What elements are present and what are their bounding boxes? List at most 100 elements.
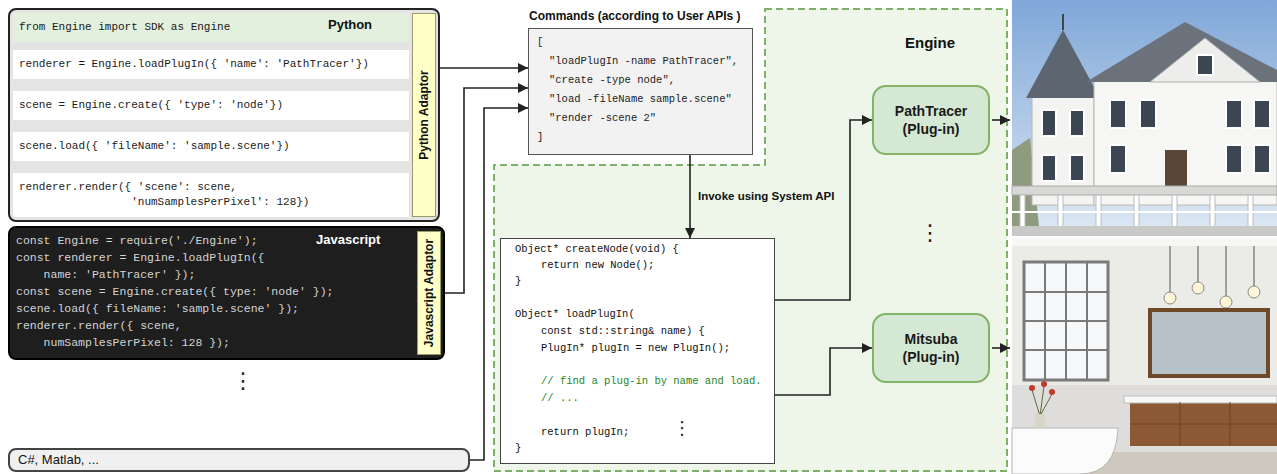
code-line: return plugIn; bbox=[541, 424, 629, 440]
flower-part bbox=[1041, 381, 1047, 387]
text-slot: scene = Engine.create({ 'type': 'node'}) bbox=[13, 91, 409, 120]
plugin-box: PathTracer (Plug-in) bbox=[872, 85, 990, 155]
text-slot: renderer.render({ 'scene': scene, 'numSa… bbox=[13, 173, 409, 217]
text-slot: return plugIn; bbox=[541, 424, 629, 440]
lamp-part bbox=[1248, 286, 1260, 298]
house-render-part bbox=[1150, 38, 1260, 82]
text-slot: "create -type node", bbox=[549, 72, 675, 89]
text-slot: Commands (according to User APIs ) bbox=[529, 8, 741, 24]
text-slot: C#, Matlab, ... bbox=[18, 452, 99, 468]
code-line: Object* loadPlugIn( bbox=[515, 306, 635, 322]
command-line: "render -scene 2" bbox=[549, 110, 656, 127]
text-slot: Mitsuba (Plug-in) bbox=[883, 330, 979, 366]
bathroom-render-part bbox=[1130, 402, 1277, 446]
bathroom-render-part bbox=[1150, 310, 1268, 376]
command-line: "loadPlugIn -name PathTracer", bbox=[549, 53, 738, 70]
code-line: scene.load({ 'fileName': 'sample.scene'}… bbox=[19, 139, 403, 154]
edge-label: Invoke using System API bbox=[698, 188, 834, 204]
text-slot: scene.load({ 'fileName': 'sample.scene'}… bbox=[13, 132, 409, 161]
text-slot: PathTracer (Plug-in) bbox=[883, 102, 979, 138]
code-line: scene.load({ fileName: 'sample.scene' })… bbox=[16, 300, 299, 317]
arrow-connector bbox=[689, 155, 691, 238]
text-slot: ⋮ bbox=[673, 417, 691, 439]
text-slot: const renderer = Engine.loadPlugIn({ nam… bbox=[16, 249, 271, 283]
lamp bbox=[1164, 282, 1260, 308]
code-line: renderer.render({ scene, numSamplesPerPi… bbox=[16, 317, 237, 351]
adaptor-label: Javascript Adaptor bbox=[422, 239, 436, 347]
bathroom-render-part bbox=[1012, 428, 1118, 474]
plugin-label: Mitsuba (Plug-in) bbox=[883, 330, 979, 366]
ellipsis: ⋮ bbox=[883, 220, 977, 246]
house-render-part bbox=[1012, 226, 1277, 236]
house-window bbox=[1042, 55, 1270, 181]
plugin-box: Mitsuba (Plug-in) bbox=[872, 313, 990, 383]
lamp-part bbox=[1220, 296, 1232, 308]
text-slot: Engine bbox=[883, 34, 977, 52]
text-slot: renderer = Engine.loadPlugIn({ 'name': '… bbox=[13, 50, 409, 79]
house-render-part bbox=[1062, 14, 1064, 30]
text-slot: "loadPlugIn -name PathTracer", bbox=[549, 53, 738, 70]
lamp-part bbox=[1192, 282, 1204, 294]
command-line: [ bbox=[537, 34, 543, 51]
text-slot: ] bbox=[537, 129, 543, 146]
house-window-part bbox=[1042, 155, 1056, 181]
text-slot: const std::string& name) { bbox=[541, 323, 705, 339]
house-window-part bbox=[1226, 100, 1242, 128]
ellipsis: ⋮ bbox=[232, 368, 254, 394]
house-window-part bbox=[1254, 145, 1270, 173]
text-slot: Python Adaptor bbox=[417, 70, 431, 160]
house-render-part bbox=[1012, 0, 1277, 236]
arrow-connector bbox=[436, 67, 528, 69]
bathroom-render-part bbox=[1024, 262, 1108, 380]
house-render-part bbox=[1026, 30, 1100, 98]
house-window-part bbox=[1070, 155, 1084, 181]
text-slot: scene.load({ fileName: 'sample.scene' })… bbox=[16, 300, 299, 317]
bathroom-render-part bbox=[1032, 386, 1052, 416]
text-slot: ⋮ bbox=[883, 220, 977, 246]
code-line: PlugIn* plugIn = new PlugIn(); bbox=[541, 340, 730, 356]
house-render-part bbox=[1012, 211, 1277, 213]
house-window-part bbox=[1140, 100, 1156, 128]
text-slot: // find a plug-in by name and load. bbox=[541, 373, 762, 389]
text-slot: "load -fileName sample.scene" bbox=[549, 91, 732, 108]
lamp-part bbox=[1164, 292, 1176, 304]
plugin-label: PathTracer (Plug-in) bbox=[883, 102, 979, 138]
render-arrow-part bbox=[992, 119, 1010, 121]
text-slot: ⋮ bbox=[232, 368, 254, 394]
house-render bbox=[1012, 0, 1277, 236]
ellipsis: ⋮ bbox=[673, 417, 691, 439]
house-render-part bbox=[1012, 186, 1277, 195]
language-box: C#, Matlab, ... bbox=[8, 448, 470, 472]
text-slot: "render -scene 2" bbox=[549, 110, 656, 127]
text-slot: Python bbox=[328, 17, 372, 33]
code-line: } bbox=[515, 273, 521, 289]
bathroom-render-part bbox=[1124, 396, 1277, 403]
text-slot: // ... bbox=[541, 390, 579, 406]
text-slot: Invoke using System API bbox=[698, 188, 834, 204]
command-line: "create -type node", bbox=[549, 72, 675, 89]
adaptor-box: Python Adaptor bbox=[412, 13, 436, 217]
bathroom-render-part bbox=[1170, 246, 1254, 296]
code-line: const Engine = require('./Engine'); bbox=[16, 232, 258, 249]
text-slot: Javascript bbox=[316, 232, 380, 248]
text-slot: return new Node(); bbox=[541, 257, 654, 273]
code-line: renderer.render({ 'scene': scene, 'numSa… bbox=[19, 180, 316, 210]
text-slot: Javascript Adaptor bbox=[422, 239, 436, 347]
panel-title: Javascript bbox=[316, 232, 380, 248]
house-render-part bbox=[1086, 22, 1277, 82]
language-label: C#, Matlab, ... bbox=[18, 452, 99, 468]
code-line: } bbox=[515, 440, 521, 456]
house-window-part bbox=[1226, 145, 1242, 173]
house-window-part bbox=[1042, 110, 1056, 136]
house-render-part bbox=[1165, 150, 1187, 190]
code-panel: const Engine = require('./Engine'); Javas… bbox=[8, 226, 445, 360]
adaptor-label: Python Adaptor bbox=[417, 70, 431, 160]
code-line: scene = Engine.create({ 'type': 'node'}) bbox=[19, 98, 403, 113]
region-outline bbox=[494, 9, 1007, 471]
bathroom-render-part bbox=[1035, 414, 1045, 428]
bathroom-render-part bbox=[1130, 402, 1277, 446]
code-line: renderer = Engine.loadPlugIn({ 'name': '… bbox=[19, 57, 403, 72]
house-window-part bbox=[1110, 100, 1126, 128]
bathroom-render bbox=[1012, 238, 1277, 474]
